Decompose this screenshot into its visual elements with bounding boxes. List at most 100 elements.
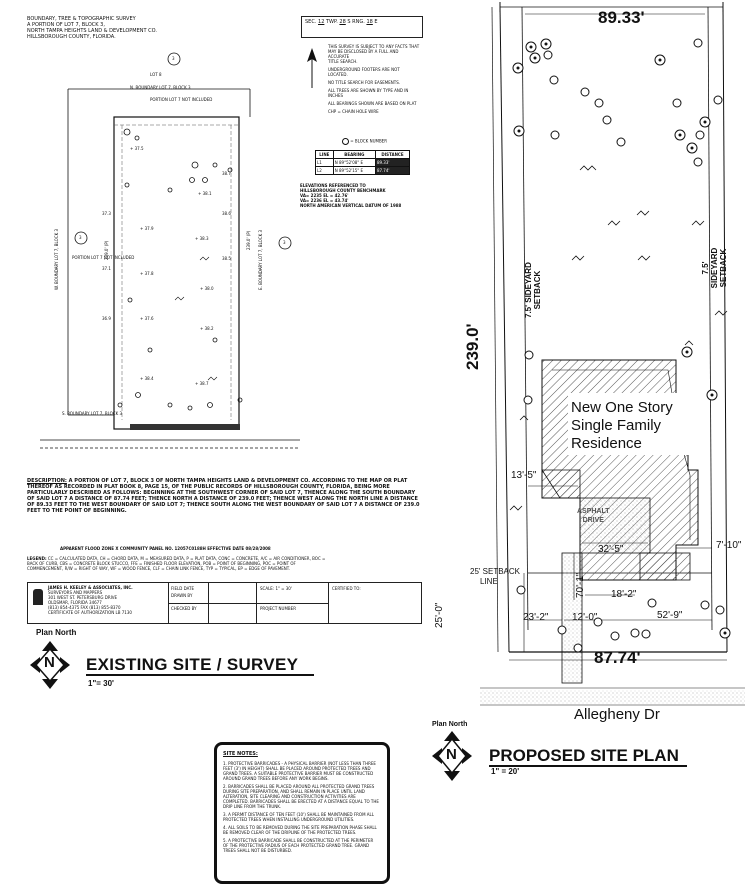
survey-note: UNDERGROUND FOOTERS ARE NOT LOCATED. bbox=[328, 67, 400, 77]
company-phone: (813) 854-4375 FAX (813) 855-8370 bbox=[48, 605, 121, 610]
block-circle-label: 3 bbox=[79, 235, 82, 240]
proposed-site-title: PROPOSED SITE PLAN bbox=[489, 746, 679, 765]
left-sideyard-line1: 7.5' SIDEYARD bbox=[524, 262, 533, 318]
survey-note: ALL TREES ARE SHOWN BY TYPE AND IN INCHE… bbox=[328, 88, 409, 98]
description-text: A PORTION OF LOT 7, BLOCK 3 OF NORTH TAM… bbox=[27, 478, 420, 514]
rng-label: RNG. bbox=[352, 19, 365, 25]
title-block: JAMES H. KEELEY & ASSOCIATES, INC. SURVE… bbox=[27, 582, 422, 624]
elevation-note: VA= 2236 EL = 43.74' bbox=[300, 198, 349, 203]
site-notes-list: 1. PROTECTIVE BARRICADES - A PHYSICAL BA… bbox=[223, 761, 379, 853]
svg-text:+ 38.7: + 38.7 bbox=[195, 381, 209, 386]
company-addr: 301 WEST ST. PETERSBURG DRIVE bbox=[48, 595, 118, 600]
elevation-note: NORTH AMERICAN VERTICAL DATUM OF 1988 bbox=[300, 203, 402, 208]
residence-line2: Single Family bbox=[571, 417, 662, 434]
scale-note: SCALE: 1" = 30' bbox=[260, 586, 292, 591]
survey-notes-right: THIS SURVEY IS SUBJECT TO ANY FACTS THAT… bbox=[328, 44, 420, 114]
portion-not-included-label: PORTION LOT 7 NOT INCLUDED bbox=[150, 97, 213, 102]
survey-note: CHP = CHAIN HOLE WIRE bbox=[328, 109, 379, 114]
elevation-note: ELEVATIONS REFERENCED TO bbox=[300, 183, 366, 188]
abbreviations-block: LEGEND: CC = CALCULATED DATA, CH = CHORD… bbox=[27, 556, 327, 571]
dimension-70-1: 70'-1" bbox=[575, 572, 586, 598]
svg-text:239.0' (P): 239.0' (P) bbox=[246, 230, 251, 250]
block-circle-label: 3 bbox=[283, 240, 286, 245]
abbreviations-title: LEGEND: bbox=[27, 556, 47, 561]
svg-text:38.6: 38.6 bbox=[222, 211, 231, 216]
elevation-note: HILLSBOROUGH COUNTY BENCHMARK bbox=[300, 188, 386, 193]
survey-note: ALL BEARINGS SHOWN ARE BASED ON PLAT bbox=[328, 101, 417, 106]
svg-text:239.0' (P): 239.0' (P) bbox=[104, 240, 109, 260]
svg-text:+ 37.9: + 37.9 bbox=[140, 226, 154, 231]
existing-site-title: EXISTING SITE / SURVEY bbox=[86, 655, 299, 674]
svg-text:+ 37.8: + 37.8 bbox=[140, 271, 154, 276]
sec-twp-rng-box: SEC. 12 TWP. 28 S RNG. 18 E bbox=[301, 16, 423, 38]
svg-text:E. BOUNDARY LOT 7, BLOCK 3: E. BOUNDARY LOT 7, BLOCK 3 bbox=[258, 230, 263, 291]
line-table-cell: N 89°52'15" E bbox=[332, 166, 376, 175]
svg-text:+ 38.1: + 38.1 bbox=[198, 191, 212, 196]
sec-label: SEC. bbox=[305, 19, 317, 25]
proposed-site-drawing bbox=[480, 2, 745, 706]
left-sideyard-line2: SETBACK bbox=[533, 270, 542, 310]
survey-note: MAY BE DISCLOSED BY A FULL AND ACCURATE bbox=[328, 49, 399, 59]
block-number-legend: = BLOCK NUMBER bbox=[342, 138, 387, 145]
survey-header-line: HILLSBOROUGH COUNTY, FLORIDA. bbox=[27, 34, 116, 40]
proposed-plan-north-label: Plan North bbox=[432, 721, 468, 728]
existing-north-letter: N bbox=[44, 654, 55, 671]
site-note: 4. ALL SOILS TO BE REMOVED DURING THE SI… bbox=[223, 825, 377, 835]
checked-by-label: CHECKED BY bbox=[171, 606, 197, 611]
dimension-7-10: 7'-10" bbox=[716, 540, 742, 551]
left-sideyard-label: 7.5' SIDEYARD SETBACK bbox=[524, 262, 542, 318]
residence-line3: Residence bbox=[571, 435, 642, 452]
abbreviations-text: CC = CALCULATED DATA, CH = CHORD DATA, M… bbox=[27, 556, 326, 571]
company-city: OLDSMAR, FLORIDA 34677 bbox=[48, 600, 102, 605]
sec-value: 12 bbox=[318, 19, 325, 25]
company-lb: CERTIFICATE OF AUTHORIZATION LB 7130 bbox=[48, 610, 132, 615]
site-note: 5. A PROTECTIVE BARRICADE SHALL BE CONST… bbox=[223, 838, 374, 853]
survey-sheet: BOUNDARY, TREE & TOPOGRAPHIC SURVEY A PO… bbox=[27, 16, 423, 689]
setback-line1: 25' SETBACK bbox=[470, 567, 520, 576]
residence-label: New One Story Single Family Residence bbox=[571, 399, 673, 453]
twp-dir: S bbox=[347, 19, 351, 25]
twp-value: 28 bbox=[339, 19, 346, 25]
dimension-52-9: 52'-9" bbox=[657, 610, 683, 621]
company-name: JAMES H. KEELEY & ASSOCIATES, INC. bbox=[48, 585, 133, 590]
existing-north-arrow-icon bbox=[30, 641, 70, 689]
survey-note: THIS SURVEY IS SUBJECT TO ANY FACTS THAT bbox=[328, 44, 420, 49]
svg-text:W. BOUNDARY LOT 7, BLOCK 3: W. BOUNDARY LOT 7, BLOCK 3 bbox=[54, 229, 59, 290]
existing-plan-north-label: Plan North bbox=[36, 628, 77, 637]
line-table-cell: 87.74' bbox=[374, 166, 411, 175]
elevation-note: VA= 2235 EL = 42.76' bbox=[300, 193, 349, 198]
proposed-top-dimension: 89.33' bbox=[598, 8, 645, 27]
proposed-bottom-dimension: 87.74' bbox=[594, 648, 641, 667]
south-boundary-label: S. BOUNDARY LOT 7, BLOCK 3 bbox=[62, 411, 123, 416]
site-notes-title: SITE NOTES: bbox=[223, 751, 258, 757]
proposed-north-letter: N bbox=[446, 746, 457, 763]
existing-site-scale: 1"= 30' bbox=[88, 679, 114, 688]
project-number-label: PROJECT NUMBER bbox=[260, 606, 296, 611]
asphalt-line1: ASPHALT bbox=[577, 508, 610, 515]
elevation-notes: ELEVATIONS REFERENCED TO HILLSBOROUGH CO… bbox=[300, 183, 410, 208]
rng-value: 18 bbox=[366, 19, 373, 25]
certified-to-label: CERTIFIED TO: bbox=[332, 586, 361, 591]
right-sideyard-label: 7.5' SIDEYARD SETBACK bbox=[701, 246, 728, 290]
line-table: LINE BEARING DISTANCE L1 N 89°52'08" E 8… bbox=[315, 150, 411, 175]
company-block: JAMES H. KEELEY & ASSOCIATES, INC. SURVE… bbox=[48, 585, 168, 615]
drawn-by-label: DRAWN BY bbox=[171, 593, 193, 598]
lot-8-label: LOT 8 bbox=[150, 72, 162, 77]
survey-note: NO TITLE SEARCH FOR EASEMENTS. bbox=[328, 80, 401, 85]
rng-dir: E bbox=[374, 19, 378, 25]
site-note: 1. PROTECTIVE BARRICADES - A PHYSICAL BA… bbox=[223, 761, 376, 781]
svg-text:+ 38.3: + 38.3 bbox=[195, 236, 209, 241]
dimension-25-0: 25'-0" bbox=[434, 602, 445, 628]
block-circle-label: 3 bbox=[172, 56, 175, 61]
site-note: 3. A PERMIT DISTANCE OF TEN FEET (10') S… bbox=[223, 812, 374, 822]
dimension-13-5: 13'-5" bbox=[511, 470, 537, 481]
svg-text:38.5: 38.5 bbox=[222, 256, 231, 261]
field-date-label: FIELD DATE bbox=[171, 586, 194, 591]
site-notes-box: SITE NOTES: 1. PROTECTIVE BARRICADES - A… bbox=[214, 742, 390, 884]
twp-label: TWP. bbox=[325, 19, 338, 25]
svg-text:+ 37.6: + 37.6 bbox=[140, 316, 154, 321]
site-note: 2. BARRICADES SHALL BE PLACED AROUND ALL… bbox=[223, 784, 379, 809]
right-sideyard-line2: SETBACK bbox=[719, 248, 728, 288]
survey-drawing: + 37.5+ 38.1 + 37.9+ 38.3 + 37.8+ 38.0 +… bbox=[40, 52, 300, 449]
svg-text:37.3: 37.3 bbox=[102, 211, 111, 216]
